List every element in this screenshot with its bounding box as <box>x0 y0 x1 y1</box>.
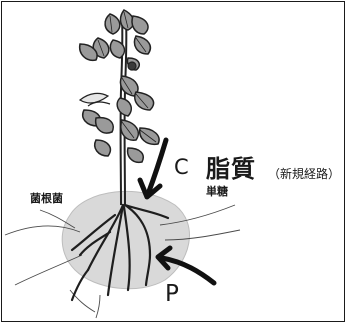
carbon-arrow <box>140 140 166 197</box>
carbon-label: C <box>174 157 189 178</box>
leaves <box>80 10 159 162</box>
lipid-label: 脂質 <box>206 157 256 181</box>
phosphorus-label: P <box>165 283 179 306</box>
new-route-label: （新規経路） <box>268 168 340 180</box>
monosaccharide-label: 単糖 <box>206 186 228 197</box>
mycorrhizal-fungi-label: 菌根菌 <box>30 193 63 204</box>
